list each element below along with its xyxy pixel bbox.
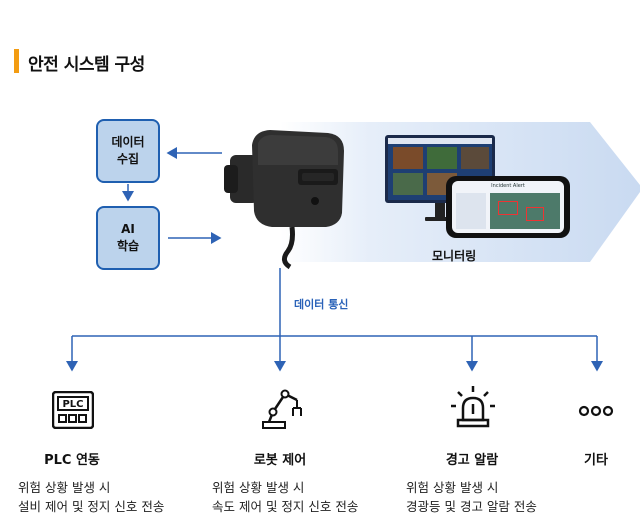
robot-desc: 위험 상황 발생 시 속도 제어 및 정지 신호 전송 [212, 480, 359, 514]
alarm-desc: 위험 상황 발생 시 경광등 및 경고 알람 전송 [406, 480, 537, 514]
svg-text:PLC: PLC [62, 399, 83, 410]
section-title: 안전 시스템 구성 [28, 55, 145, 75]
plc-title: PLC 연동 [44, 453, 100, 468]
data-collection-box: 데이터 수집 [96, 119, 160, 183]
plc-icon: PLC [52, 391, 94, 429]
phone-header-text: Incident Alert [491, 183, 525, 189]
monitor-image [385, 135, 495, 221]
monitoring-label: 모니터링 [432, 249, 477, 263]
warning-light-icon [451, 386, 495, 428]
alarm-title: 경고 알람 [445, 453, 499, 468]
robot-title: 로봇 제어 [253, 453, 307, 468]
ai-learning-box: AI 학습 [96, 206, 160, 270]
data-comm-label: 데이터 통신 [294, 298, 349, 311]
more-icon [578, 405, 614, 417]
etc-title: 기타 [584, 453, 608, 468]
title-accent-bar [14, 49, 19, 73]
ai-camera-image [224, 130, 344, 270]
robot-arm-icon [262, 389, 302, 429]
plc-desc: 위험 상황 발생 시 설비 제어 및 정지 신호 전송 [18, 480, 165, 514]
phone-image: Incident Alert [446, 176, 570, 238]
